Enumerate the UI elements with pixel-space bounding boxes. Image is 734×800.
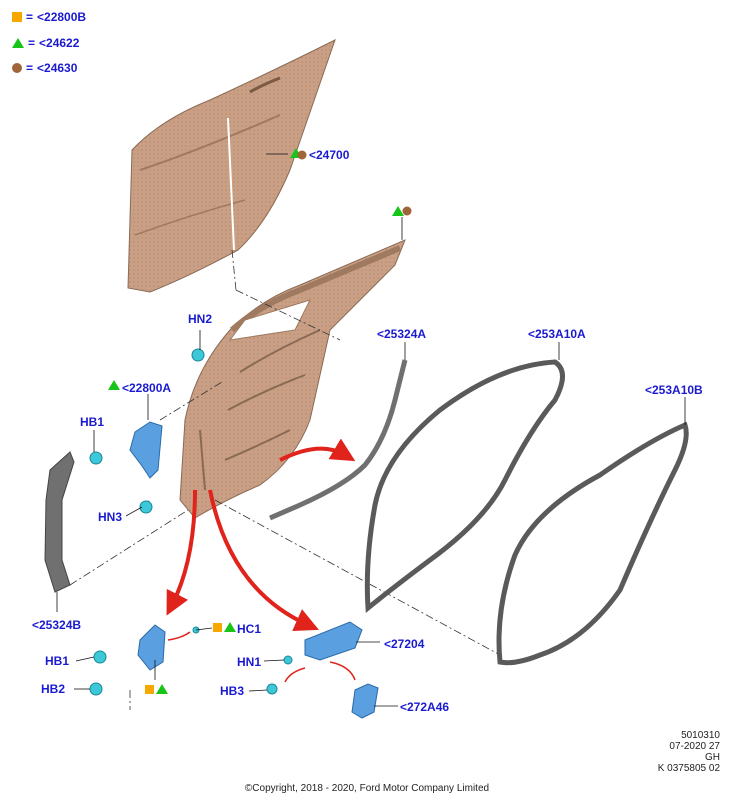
construction-lines (69, 249, 501, 710)
callout-hb2[interactable]: HB2 (41, 682, 66, 696)
door-inner-frame[interactable] (179, 239, 406, 519)
callout-hc1[interactable]: HC1 (237, 622, 262, 636)
small-arrows (167, 631, 356, 683)
square-icon (12, 12, 22, 22)
circle-icon (12, 63, 22, 73)
lower-hinge[interactable] (137, 624, 166, 671)
callout-seal-b[interactable]: <253A10B (645, 383, 703, 397)
hb1-lower-bolt (93, 650, 107, 664)
legend-code-square[interactable]: <22800B (37, 10, 87, 24)
triangle-icon (12, 38, 24, 48)
door-seal-a[interactable] (364, 359, 565, 614)
meta-line-2: 07-2020 27 (669, 741, 720, 752)
upper-hinge[interactable] (129, 421, 163, 479)
callout-hb3[interactable]: HB3 (220, 684, 245, 698)
callout-check-strap[interactable]: <27204 (384, 637, 425, 651)
callout-trim-strip[interactable]: <25324B (32, 618, 82, 632)
door-seal-b[interactable] (496, 421, 689, 666)
copyright-notice: ©Copyright, 2018 - 2020, Ford Motor Comp… (244, 783, 490, 794)
callout-hb1-upper[interactable]: HB1 (80, 415, 105, 429)
hn1-nut (283, 655, 293, 665)
drawing-meta: 5010310 07-2020 27 GH K 0375805 02 (658, 730, 720, 774)
callout-hn1[interactable]: HN1 (237, 655, 262, 669)
meta-line-1: 5010310 (681, 730, 720, 741)
hb3-bolt (266, 683, 278, 695)
callout-hn3[interactable]: HN3 (98, 510, 123, 524)
callout-window-seal-front[interactable]: <25324A (377, 327, 427, 341)
hb1-upper-bolt (89, 451, 103, 465)
legend-row-circle: = <24630 (12, 60, 77, 76)
door-outer-skin[interactable] (127, 39, 336, 293)
legend-row-triangle: = <24622 (12, 35, 79, 51)
legend-eq: = (28, 36, 36, 50)
legend-row-square: = <22800B (12, 9, 86, 25)
legend-code-circle[interactable]: <24630 (37, 61, 78, 75)
callout-hb1-lower[interactable]: HB1 (45, 654, 70, 668)
callout-seal-a[interactable]: <253A10A (528, 327, 586, 341)
trim-strip-b[interactable] (44, 451, 75, 593)
meta-line-4: K 0375805 02 (657, 763, 720, 774)
check-strap-cover[interactable] (351, 683, 379, 719)
hn2-nut (191, 348, 205, 362)
callout-cover[interactable]: <272A46 (400, 700, 450, 714)
detail-arrows (166, 438, 356, 632)
meta-line-3: GH (705, 752, 720, 763)
leader-lines (56, 153, 686, 707)
legend-code-triangle[interactable]: <24622 (39, 36, 80, 50)
callout-hn2[interactable]: HN2 (188, 312, 213, 326)
window-run-seal[interactable] (269, 359, 408, 521)
callout-door-skin[interactable]: <24700 (309, 148, 350, 162)
hb2-bolt (89, 682, 103, 696)
check-strap[interactable] (304, 621, 363, 661)
callout-hinge-upper[interactable]: <22800A (122, 381, 172, 395)
legend-eq: = (26, 10, 34, 24)
legend-eq: = (26, 61, 34, 75)
hn3-nut (139, 500, 153, 514)
part-markers (108, 148, 412, 694)
